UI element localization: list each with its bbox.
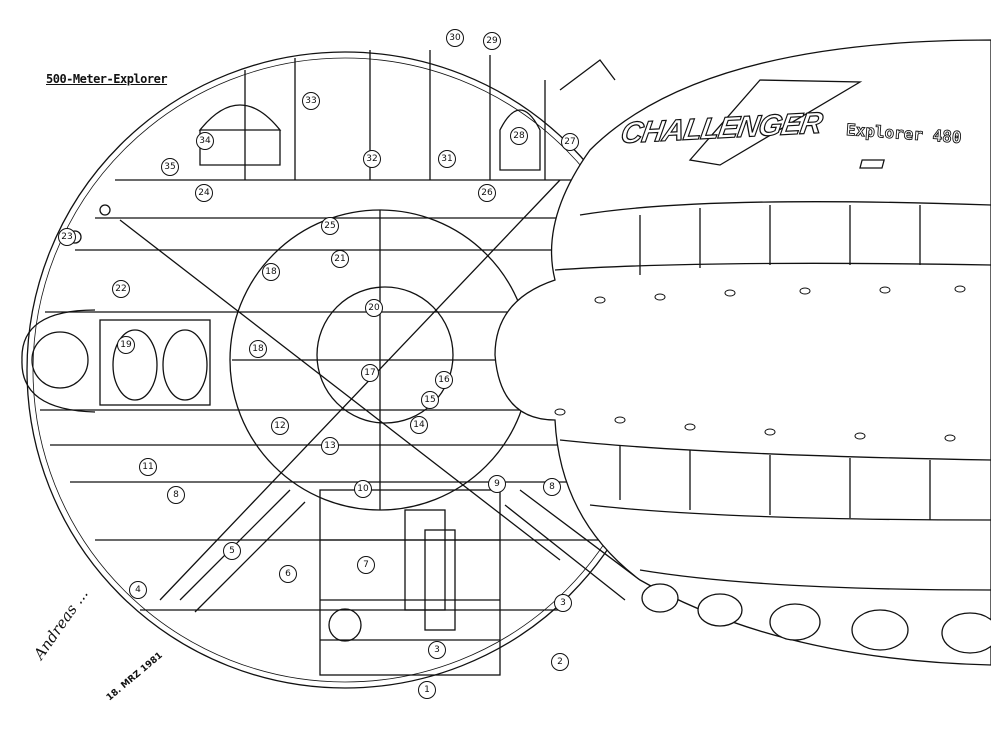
callout-number: 26	[478, 184, 496, 202]
callout-number: 5	[223, 542, 241, 560]
callout-number: 6	[279, 565, 297, 583]
callout-number: 1	[418, 681, 436, 699]
callout-number: 28	[510, 127, 528, 145]
callout-number: 8	[543, 478, 561, 496]
callout-number: 27	[561, 133, 579, 151]
callout-number: 18	[249, 340, 267, 358]
callout-number: 4	[129, 581, 147, 599]
callout-number: 31	[438, 150, 456, 168]
callout-number: 3	[554, 594, 572, 612]
callout-number: 32	[363, 150, 381, 168]
callout-number: 34	[196, 132, 214, 150]
callout-number: 25	[321, 217, 339, 235]
callout-number: 2	[551, 653, 569, 671]
callout-number: 10	[354, 480, 372, 498]
callout-number: 19	[117, 336, 135, 354]
callout-number: 23	[58, 228, 76, 246]
callout-number: 24	[195, 184, 213, 202]
callout-number: 18	[262, 263, 280, 281]
callout-number: 33	[302, 92, 320, 110]
callout-number: 22	[112, 280, 130, 298]
callout-number: 12	[271, 417, 289, 435]
callout-number: 11	[139, 458, 157, 476]
callout-number: 35	[161, 158, 179, 176]
callout-number: 21	[331, 250, 349, 268]
callout-number: 7	[357, 556, 375, 574]
callout-number: 15	[421, 391, 439, 409]
callout-number: 3	[428, 641, 446, 659]
explorer-sphere	[21, 50, 664, 689]
callout-number: 9	[488, 475, 506, 493]
page-title: 500-Meter-Explorer	[46, 72, 168, 86]
callout-number: 13	[321, 437, 339, 455]
callout-number: 16	[435, 371, 453, 389]
callout-number: 30	[446, 29, 464, 47]
challenger-hull[interactable]	[494, 39, 991, 666]
callout-number: 17	[361, 364, 379, 382]
callout-number: 20	[365, 299, 383, 317]
callout-number: 29	[483, 32, 501, 50]
callout-number: 8	[167, 486, 185, 504]
callout-number: 14	[410, 416, 428, 434]
